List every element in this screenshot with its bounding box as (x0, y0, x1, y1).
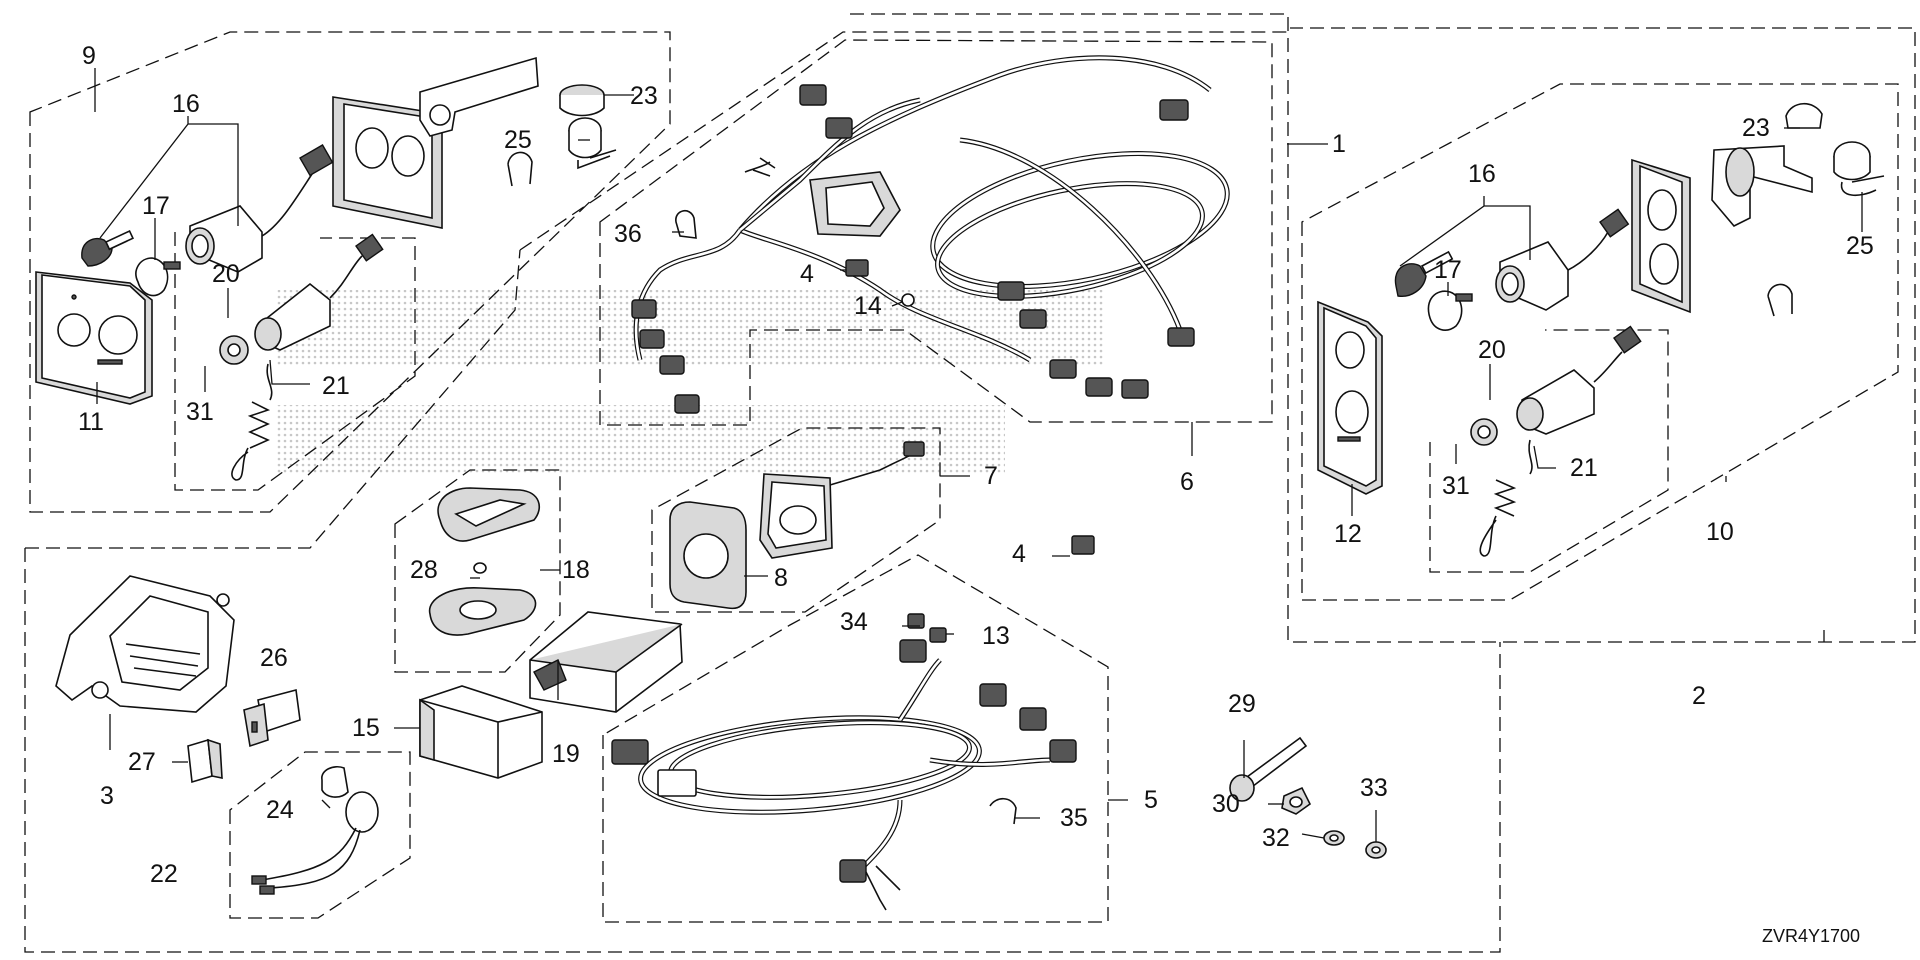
main-wire-harness (631, 55, 1230, 414)
callout-3: 3 (100, 782, 114, 810)
callout-4a: 4 (800, 260, 814, 288)
callout-18: 18 (562, 556, 590, 584)
callout-23a: 23 (630, 82, 658, 110)
group-22-outline (229, 751, 411, 919)
callout-1: 1 (1332, 130, 1346, 158)
callout-35: 35 (1060, 804, 1088, 832)
callout-25a: 25 (504, 126, 532, 154)
key-switch-panel-left (35, 56, 617, 481)
callout-28: 28 (410, 556, 438, 584)
callout-2: 2 (1692, 682, 1706, 710)
group-18-outline (394, 469, 561, 673)
callout-5: 5 (1144, 786, 1158, 814)
callout-9: 9 (82, 42, 96, 70)
callout-17b: 17 (1434, 256, 1462, 284)
callout-26: 26 (260, 644, 288, 672)
key-switch-panel-right (1317, 102, 1885, 557)
callout-20b: 20 (1478, 336, 1506, 364)
group-6-outline (599, 39, 1273, 426)
callout-22: 22 (150, 860, 178, 888)
box-15 (419, 685, 543, 779)
callout-25b: 25 (1846, 232, 1874, 260)
callout-16a: 16 (172, 90, 200, 118)
callout-36: 36 (614, 220, 642, 248)
callout-15: 15 (352, 714, 380, 742)
connectors-26-27 (187, 688, 301, 784)
callout-34: 34 (840, 608, 868, 636)
callout-29: 29 (1228, 690, 1256, 718)
callout-23b: 23 (1742, 114, 1770, 142)
callout-12: 12 (1334, 520, 1362, 548)
main-frame-outline (24, 548, 1501, 953)
remote-fob-18 (428, 487, 541, 636)
bracket-3 (55, 575, 235, 713)
callout-4b: 4 (1012, 540, 1026, 568)
callout-24: 24 (266, 796, 294, 824)
callout-14: 14 (854, 292, 882, 320)
sub-wire-harness (611, 613, 1077, 911)
callout-19: 19 (552, 740, 580, 768)
watermark (275, 290, 1105, 475)
callout-13: 13 (982, 622, 1010, 650)
leader-lines (94, 68, 1863, 842)
callout-8: 8 (774, 564, 788, 592)
callout-32: 32 (1262, 824, 1290, 852)
callout-31a: 31 (186, 398, 214, 426)
callout-labels: 1 2 3 4 4 5 6 7 8 9 10 11 12 13 14 15 16… (78, 42, 1874, 946)
switch-panel-7 (669, 441, 925, 610)
callout-31b: 31 (1442, 472, 1470, 500)
group-outlines (24, 13, 1916, 953)
callout-21b: 21 (1570, 454, 1598, 482)
group-9-outline (29, 31, 671, 513)
callout-20a: 20 (212, 260, 240, 288)
kit-1-outline (850, 13, 1916, 643)
diagram-code: ZVR4Y1700 (1762, 926, 1860, 946)
callout-6: 6 (1180, 468, 1194, 496)
cable-22 (251, 765, 379, 895)
callout-21a: 21 (322, 372, 350, 400)
control-unit-19 (529, 611, 683, 713)
callout-10: 10 (1706, 518, 1734, 546)
callout-17a: 17 (142, 192, 170, 220)
relay-4 (1071, 535, 1095, 555)
callout-33: 33 (1360, 774, 1388, 802)
callout-30: 30 (1212, 790, 1240, 818)
callout-16b: 16 (1468, 160, 1496, 188)
hardware-bolts (1229, 736, 1387, 859)
callout-11: 11 (78, 408, 104, 436)
group-5-outline (602, 554, 1109, 923)
callout-27: 27 (128, 748, 156, 776)
callout-7: 7 (984, 462, 998, 490)
group-10-outline (1301, 83, 1899, 601)
